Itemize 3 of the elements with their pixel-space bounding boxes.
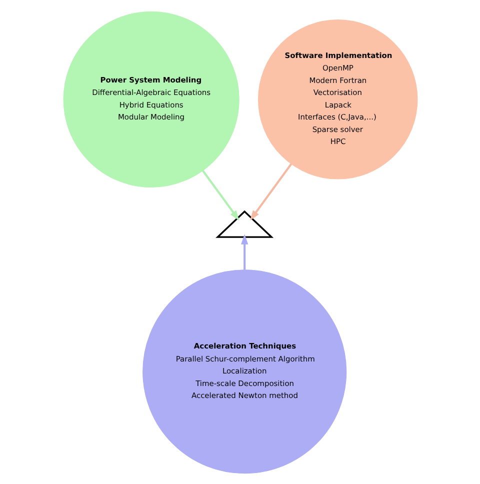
arrow	[240, 234, 248, 270]
arrow	[201, 169, 239, 220]
arrow	[249, 162, 292, 220]
